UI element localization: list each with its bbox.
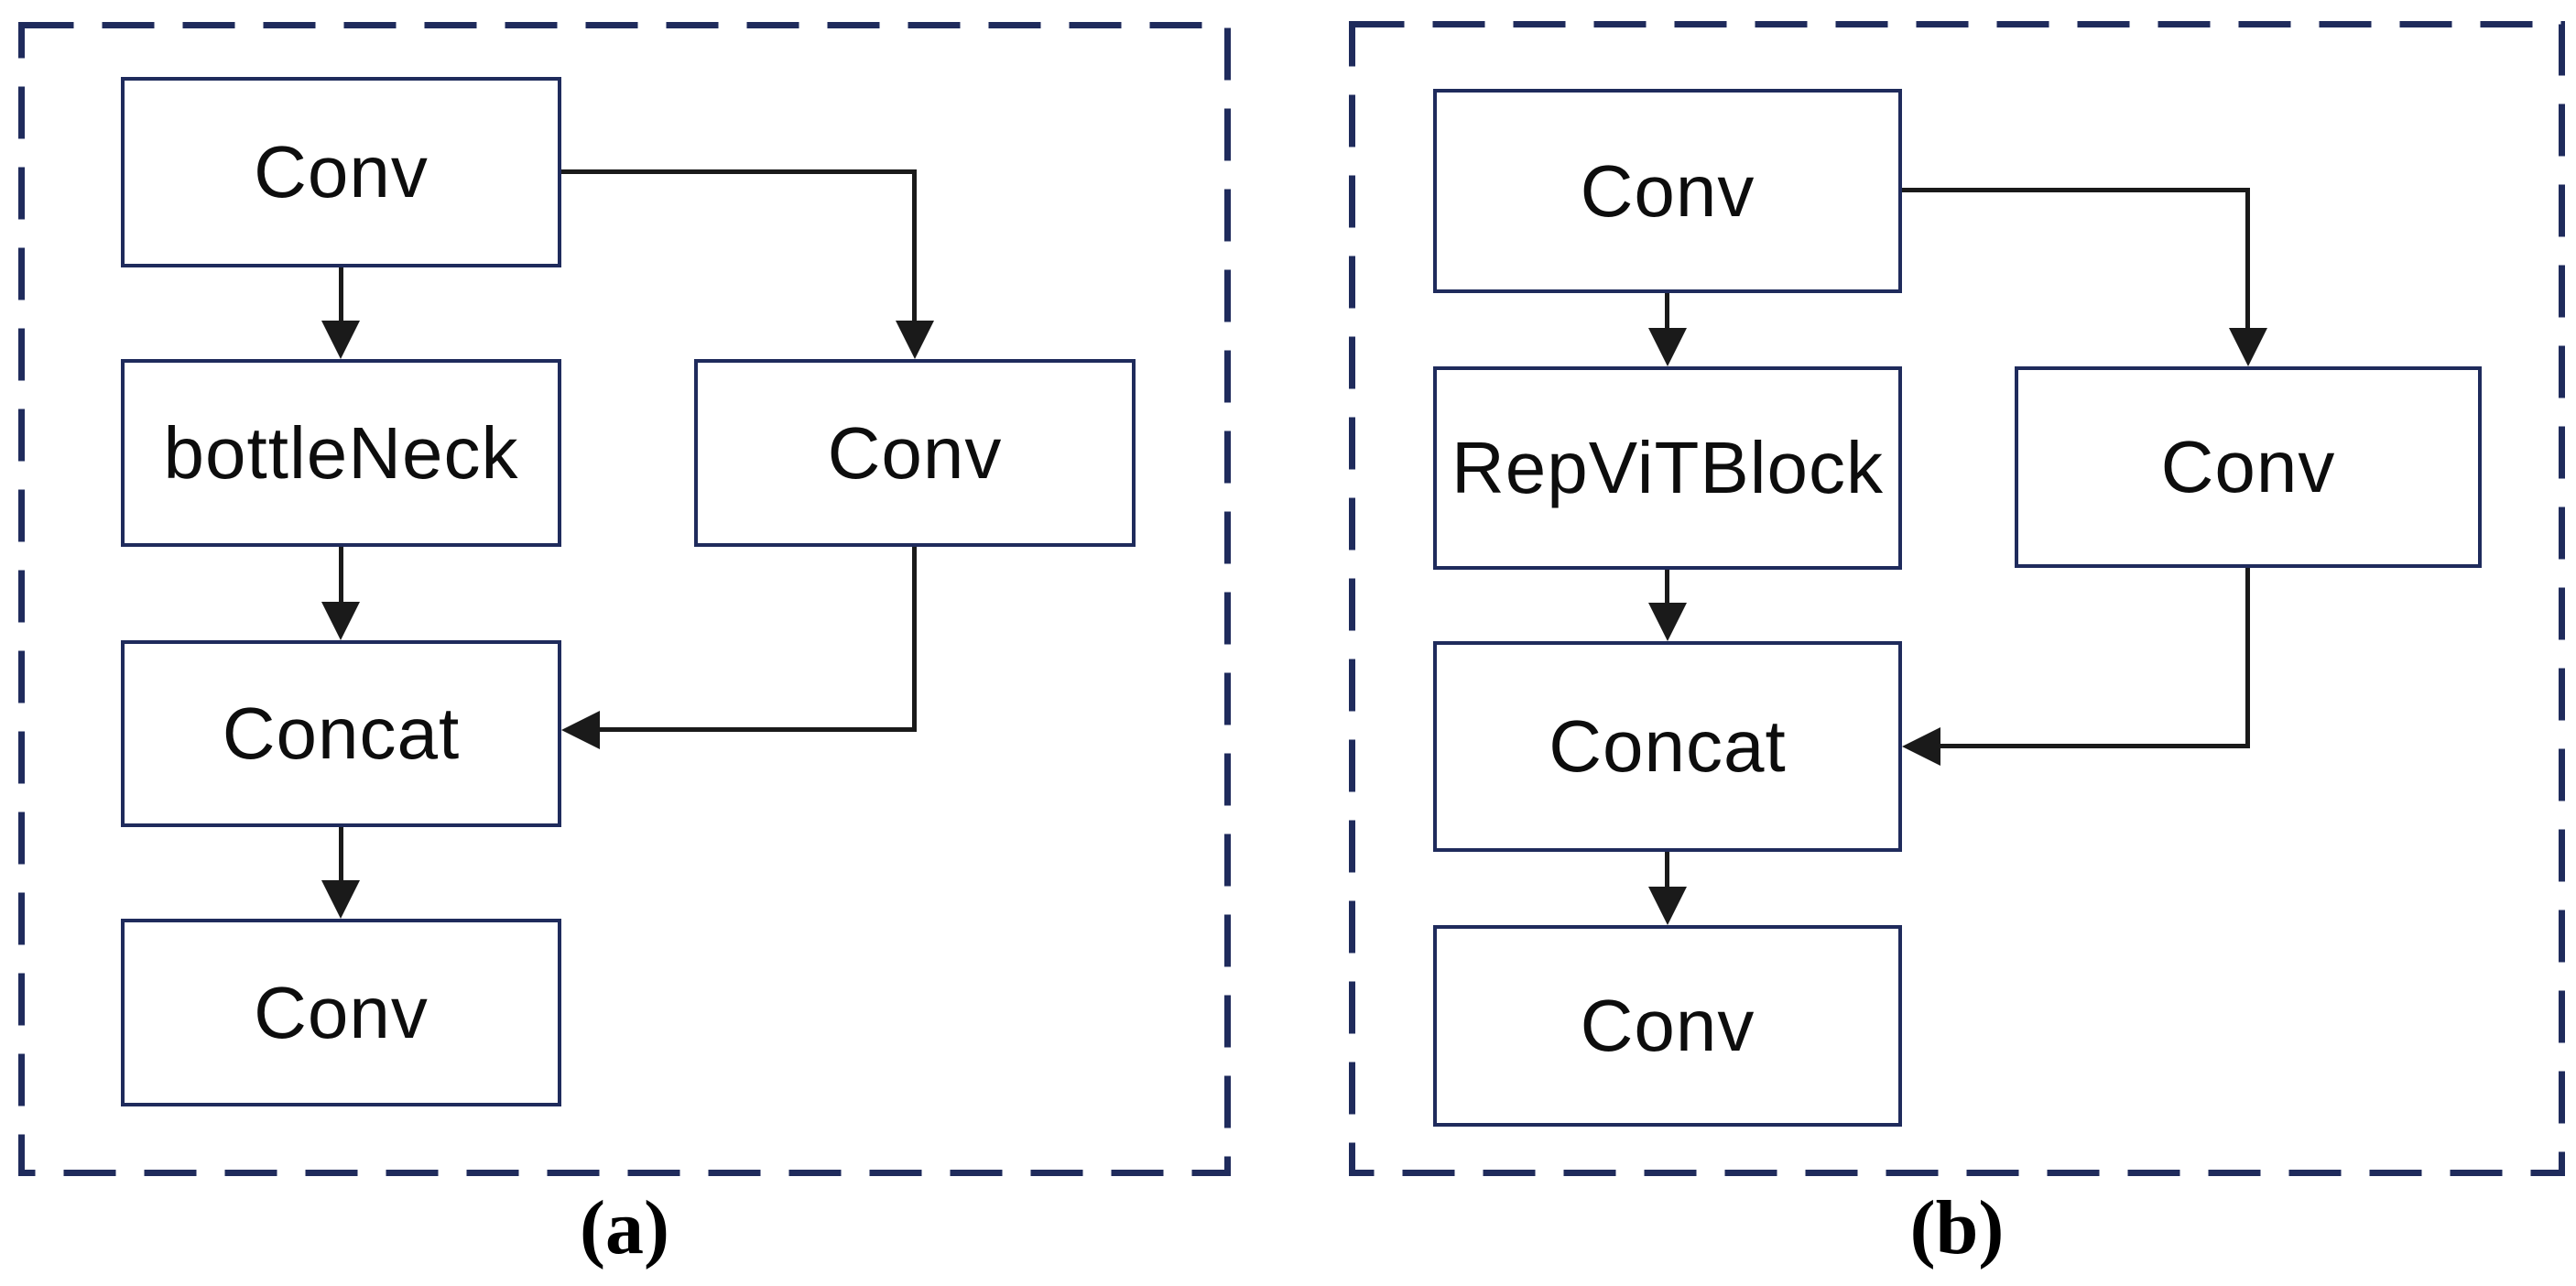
- b-concat-label: Concat: [1549, 705, 1787, 787]
- a-concat-box: Concat: [121, 640, 561, 827]
- b-output-conv-box: Conv: [1433, 925, 1902, 1127]
- a-input-conv-label: Conv: [254, 131, 429, 213]
- b-branch-horizontal-line: [1902, 188, 2250, 192]
- a-arrow-bottleneck-to-concat-head: [321, 602, 360, 640]
- a-arrow-input-to-bottleneck-line: [339, 267, 343, 322]
- b-side-conv-label: Conv: [2160, 426, 2336, 507]
- b-repvitblock-box: RepViTBlock: [1433, 366, 1902, 570]
- a-side-conv-label: Conv: [827, 411, 1003, 494]
- b-arrow-input-to-repvit-head: [1648, 328, 1687, 366]
- a-output-conv-label: Conv: [254, 971, 429, 1053]
- a-input-conv-box: Conv: [121, 77, 561, 267]
- a-sideconv-down-line: [912, 547, 917, 732]
- panel-b: Conv RepViTBlock Concat Conv Conv: [1349, 21, 2565, 1176]
- b-output-conv-label: Conv: [1580, 985, 1755, 1066]
- a-bottleneck-box: bottleNeck: [121, 359, 561, 547]
- a-sideconv-to-concat-head: [561, 711, 600, 749]
- b-concat-box: Concat: [1433, 641, 1902, 852]
- caption-b: (b): [1349, 1185, 2565, 1270]
- a-branch-arrow-head: [896, 321, 934, 359]
- a-bottleneck-label: bottleNeck: [163, 411, 519, 494]
- b-arrow-concat-to-output-line: [1665, 852, 1669, 887]
- b-side-conv-box: Conv: [2015, 366, 2482, 568]
- b-sideconv-to-concat-line: [1940, 744, 2250, 748]
- b-arrow-repvit-to-concat-line: [1665, 570, 1669, 603]
- caption-b-text: (b): [1909, 1185, 2005, 1270]
- panel-a: Conv bottleNeck Concat Conv Conv: [18, 22, 1231, 1176]
- a-output-conv-box: Conv: [121, 919, 561, 1106]
- a-concat-label: Concat: [222, 692, 461, 774]
- b-repvitblock-label: RepViTBlock: [1451, 427, 1884, 508]
- a-side-conv-box: Conv: [694, 359, 1136, 547]
- a-sideconv-to-concat-line: [600, 727, 917, 732]
- b-input-conv-label: Conv: [1580, 149, 1755, 232]
- caption-a-text: (a): [580, 1185, 669, 1270]
- b-sideconv-down-line: [2245, 568, 2250, 748]
- b-input-conv-box: Conv: [1433, 89, 1902, 293]
- a-arrow-bottleneck-to-concat-line: [339, 547, 343, 604]
- b-arrow-input-to-repvit-line: [1665, 293, 1669, 328]
- b-sideconv-to-concat-head: [1902, 727, 1940, 766]
- caption-a: (a): [18, 1185, 1231, 1270]
- a-branch-vertical-line: [912, 169, 917, 322]
- a-arrow-concat-to-output-line: [339, 827, 343, 882]
- a-arrow-input-to-bottleneck-head: [321, 321, 360, 359]
- b-arrow-repvit-to-concat-head: [1648, 603, 1687, 641]
- b-branch-arrow-head: [2229, 328, 2267, 366]
- a-arrow-concat-to-output-head: [321, 880, 360, 919]
- b-branch-vertical-line: [2245, 188, 2250, 328]
- a-branch-horizontal-line: [561, 169, 917, 174]
- b-arrow-concat-to-output-head: [1648, 887, 1687, 925]
